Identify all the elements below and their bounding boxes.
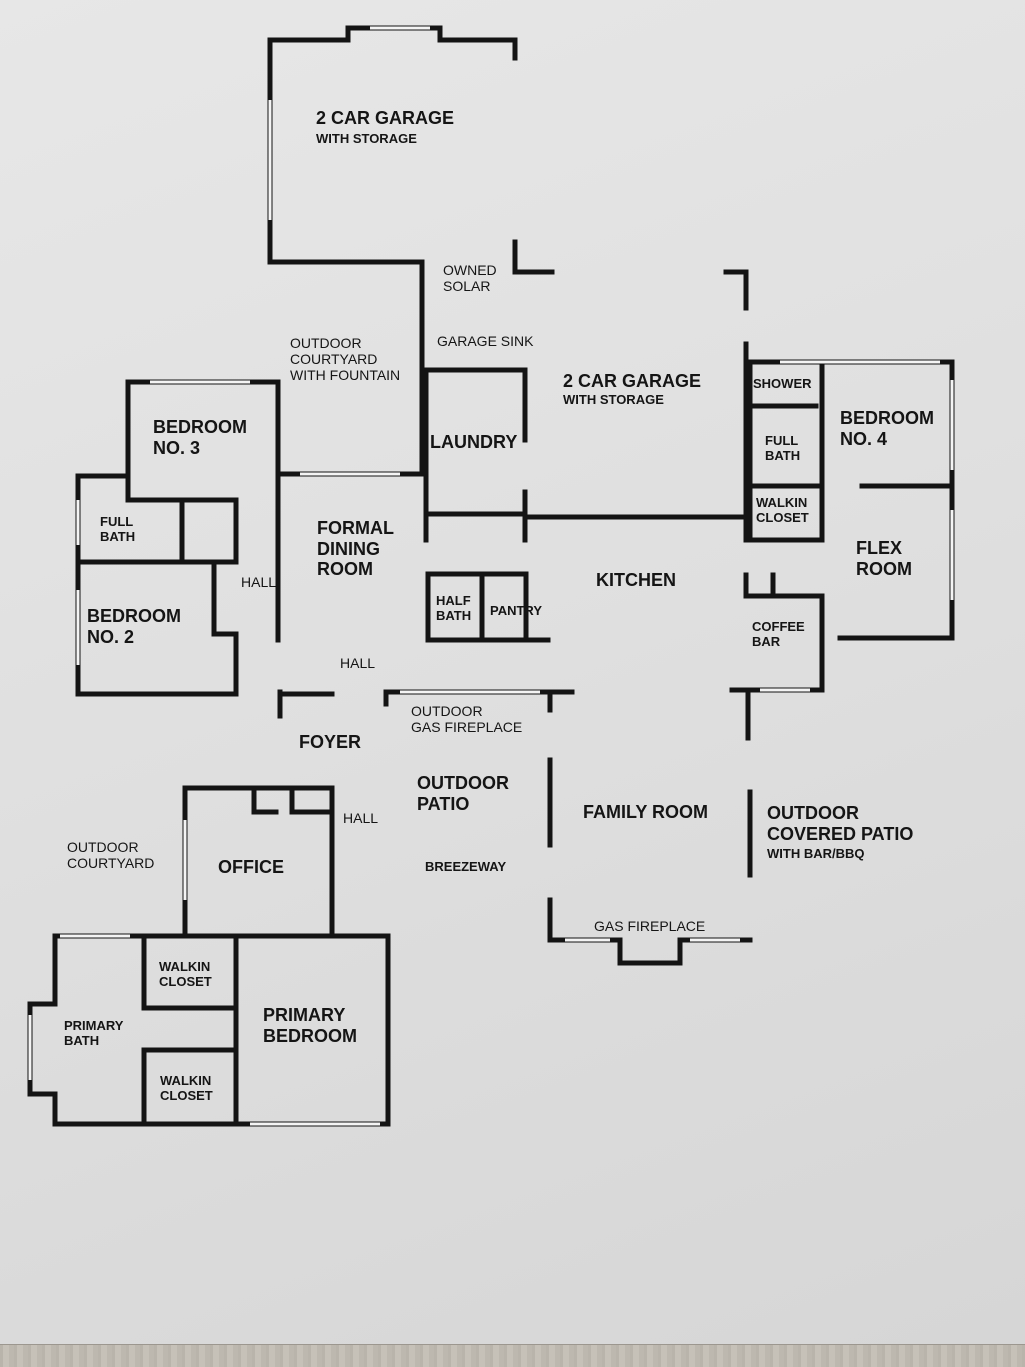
coffee-bar-label: COFFEE BAR: [752, 619, 805, 649]
hall-left-label: HALL: [241, 574, 277, 590]
hall-center-label: HALL: [340, 655, 376, 671]
bedroom-2-label: BEDROOM NO. 2: [87, 606, 181, 647]
laundry-label: LAUNDRY: [430, 432, 518, 452]
walkin-closet-right-label: WALKIN CLOSET: [756, 495, 809, 525]
flex-room-label: FLEX ROOM: [856, 538, 912, 579]
bedroom-3-label: BEDROOM NO. 3: [153, 417, 247, 458]
gas-fireplace-label: GAS FIREPLACE: [594, 918, 706, 934]
shower-label: SHOWER: [753, 376, 812, 391]
windows: [28, 26, 954, 1126]
garage-sink-label: GARAGE SINK: [437, 333, 534, 349]
garage-mid-label: 2 CAR GARAGE: [563, 371, 702, 391]
full-bath-right-label: FULL BATH: [765, 433, 801, 463]
full-bath-left-label: FULL BATH: [100, 514, 136, 544]
primary-bedroom-label: PRIMARY BEDROOM: [263, 1005, 357, 1046]
family-room-label: FAMILY ROOM: [583, 802, 709, 822]
breezeway-label: BREEZEWAY: [425, 859, 507, 874]
walls: [27, 25, 955, 1127]
office-label: OFFICE: [218, 857, 284, 877]
foyer-label: FOYER: [299, 732, 362, 752]
primary-bath-label: PRIMARY BATH: [64, 1018, 124, 1048]
formal-dining-label: FORMAL DINING ROOM: [317, 518, 394, 580]
owned-solar-label: OWNED SOLAR: [443, 262, 497, 295]
garage-mid-sub-label: WITH STORAGE: [563, 392, 664, 407]
outdoor-covered-patio-sub-label: WITH BAR/BBQ: [767, 846, 865, 861]
outdoor-courtyard-fountain-label: OUTDOOR COURTYARD WITH FOUNTAIN: [290, 335, 401, 384]
outdoor-courtyard-label: OUTDOOR COURTYARD: [67, 839, 155, 872]
outdoor-covered-patio-label: OUTDOOR COVERED PATIO: [767, 803, 914, 844]
half-bath-label: HALF BATH: [436, 593, 472, 623]
outdoor-patio-label: OUTDOOR PATIO: [417, 773, 509, 814]
outdoor-gas-fireplace-label: OUTDOOR GAS FIREPLACE: [411, 703, 523, 736]
hall-lower-label: HALL: [343, 810, 379, 826]
walkin-closet-2-label: WALKIN CLOSET: [160, 1073, 213, 1103]
garage-top-label: 2 CAR GARAGE: [316, 108, 455, 128]
pantry-label: PANTRY: [490, 603, 542, 618]
wood-floor-strip: [0, 1344, 1025, 1367]
garage-top-sub-label: WITH STORAGE: [316, 131, 417, 146]
bedroom-4-label: BEDROOM NO. 4: [840, 408, 934, 449]
walkin-closet-1-label: WALKIN CLOSET: [159, 959, 212, 989]
kitchen-label: KITCHEN: [596, 570, 676, 590]
